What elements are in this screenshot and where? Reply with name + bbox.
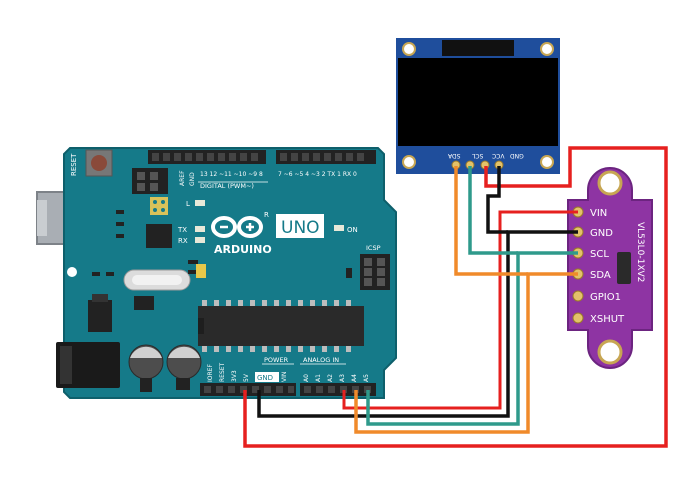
oled-pin-gnd-label: GND: [510, 152, 524, 159]
uno-box: [276, 214, 324, 238]
pin-a1-label: A1: [315, 374, 322, 382]
sensor-pin-xshut-label: XSHUT: [590, 314, 625, 325]
reset-label: RESET: [70, 153, 78, 176]
sensor-pin-scl-label: SCL: [590, 249, 609, 260]
pin-a3-label: A3: [339, 374, 346, 382]
sensor-pin-gpio1[interactable]: [572, 290, 584, 302]
led-rx-label: RX: [178, 237, 188, 245]
usb-chip: [146, 224, 172, 248]
oled-screen: [398, 58, 558, 146]
led-tx: [195, 226, 205, 232]
wire-gnd: [257, 230, 578, 418]
led-l-label: L: [186, 200, 190, 208]
analog-section-label: ANALOG IN: [303, 356, 339, 364]
icsp-header: [360, 254, 390, 290]
digital-pins-label: 13 12 ~11 ~10 ~9 8: [200, 171, 263, 178]
voltage-regulator: [88, 300, 112, 332]
sensor-name: VL53L0-1XV2: [635, 222, 645, 282]
sensor-pin-gpio1-label: GPIO1: [590, 292, 621, 303]
sensor-pin-gnd-label: GND: [590, 228, 613, 239]
oled-pin-vcc-label: VCC: [492, 152, 504, 159]
oled-display-module: SDA SCL VCC GND: [396, 38, 560, 174]
oled-pin-scl-label: SCL: [471, 152, 483, 159]
atmega-chip: [198, 300, 364, 352]
arduino-brand: ARDUINO: [214, 243, 272, 256]
arduino-logo: [211, 216, 263, 238]
pin-gnd-label: GND: [257, 374, 273, 382]
pin-ioref-label: IOREF: [207, 364, 214, 382]
aref-label: AREF: [179, 170, 186, 186]
led-tx-label: TX: [177, 226, 187, 234]
sensor-pin-vin-label: VIN: [590, 208, 607, 219]
arduino-uno-board: RESET AREF GND 13 12 ~11 ~10 ~9 8 7: [36, 147, 397, 399]
digital-header: [148, 150, 376, 164]
oled-pin-sda-label: SDA: [447, 152, 460, 159]
pin-a5-label: A5: [363, 374, 370, 382]
wires: [243, 146, 668, 448]
icsp-label: ICSP: [366, 244, 381, 252]
led-l: [195, 200, 205, 206]
sensor-pin-xshut[interactable]: [572, 312, 584, 324]
power-header: [200, 383, 296, 396]
tof-sensor-chip: [617, 252, 631, 284]
icsp2-header: [132, 168, 168, 194]
digital-pins-label-2: 7 ~6 ~5 4 ~3 2 TX 1 RX 0: [278, 171, 357, 178]
led-rx: [195, 237, 205, 243]
pin-reset-label: RESET: [219, 362, 226, 382]
pin-a2-label: A2: [327, 374, 334, 382]
pin-3v3-label: 3V3: [231, 370, 238, 382]
vl53l0x-sensor-module: VL53L0-1XV2 VIN GND SCL SDA GPIO1 XSHUT: [567, 167, 653, 369]
on-label: ON: [347, 226, 358, 234]
pin-a4-label: A4: [351, 374, 358, 382]
wire-gnd-oled: [486, 166, 508, 234]
pin-a0-label: A0: [303, 374, 310, 382]
sensor-pin-sda-label: SDA: [590, 270, 611, 281]
registered-mark: R: [264, 211, 269, 219]
uno-label: UNO: [281, 218, 320, 238]
sensor-pcb: [567, 167, 653, 369]
led-on: [334, 225, 344, 231]
gnd-top-label: GND: [189, 172, 196, 186]
wire-5v-branch-vin: [342, 210, 578, 410]
capacitors: [128, 344, 202, 392]
pin-vin-label: VIN: [281, 372, 288, 382]
wire-sda: [354, 272, 578, 434]
wire-sda-oled: [454, 166, 528, 276]
pin-5v-label: 5V: [243, 373, 250, 382]
digital-section-label: DIGITAL (PWM~): [200, 182, 254, 190]
analog-header: [300, 383, 376, 396]
wire-scl: [366, 251, 578, 426]
power-section-label: POWER: [264, 356, 289, 364]
wire-scl-oled: [468, 166, 518, 255]
